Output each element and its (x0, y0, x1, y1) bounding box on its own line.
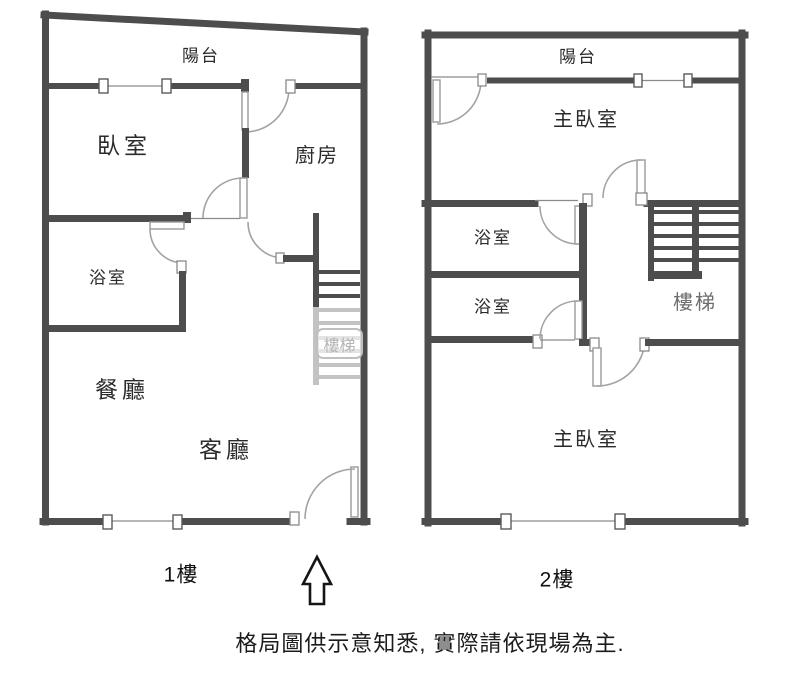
floor2-stairs (648, 205, 739, 281)
floor2-bathroom-top-label: 浴室 (474, 228, 512, 248)
floor1-living-label: 客廳 (199, 436, 253, 463)
floor2-balcony-label: 陽台 (559, 47, 597, 67)
floor1-dining-label: 餐廳 (95, 376, 149, 403)
window-icon (633, 73, 643, 88)
floor1-bedroom-label: 臥室 (97, 132, 151, 159)
floor2-master-bottom-door (579, 337, 742, 387)
floor2-name-label: 2樓 (539, 568, 575, 592)
floor1-entry-door (289, 466, 359, 526)
floor1-balcony-label: 陽台 (182, 46, 220, 66)
window-icon (161, 78, 172, 94)
floor1-stairs (313, 213, 360, 385)
floor1-outer-walls (39, 10, 371, 526)
floor2-inner-walls (428, 203, 587, 349)
floor1-stairs-watermark: 樓梯 (316, 328, 363, 359)
floor1-name-label: 1樓 (163, 563, 199, 587)
disclaimer-text: 格局圖供示意知悉, 實際請依現場為主. (235, 631, 625, 656)
floor2-plan (421, 29, 749, 530)
floor2-balcony-door (432, 73, 487, 125)
floor2-master-top-door (582, 159, 648, 207)
floor1-bedroom-door (183, 177, 248, 223)
floor1-kitchen-door (241, 79, 296, 133)
window-icon (500, 513, 512, 530)
floor1-balcony-wall (43, 78, 362, 94)
floor2-bathroom-bottom-door (539, 300, 583, 341)
window-icon (172, 514, 183, 530)
floor1-bathroom-label: 浴室 (89, 268, 127, 288)
floor1-stairs-label: 樓梯 (323, 337, 356, 355)
floor1-divider-wall (242, 128, 249, 178)
floor2-master-top-label: 主臥室 (553, 109, 619, 131)
floor1-bathroom-walls (42, 221, 187, 332)
window-icon (683, 73, 693, 88)
floor1-kitchen-label: 廚房 (295, 145, 339, 167)
floor1-bedroom-wall (42, 215, 186, 222)
floor2-bathroom-top-door (535, 199, 583, 245)
window-icon (98, 78, 109, 94)
window-icon (614, 513, 626, 530)
up-arrow-icon (300, 554, 334, 606)
floor2-master-bottom-label: 主臥室 (553, 429, 619, 451)
floor2-bathroom-bottom-label: 浴室 (474, 297, 512, 317)
window-icon (102, 514, 113, 530)
floor1-hall-door (247, 221, 318, 264)
floor2-balcony-wall (431, 73, 740, 88)
floor2-stairs-label: 樓梯 (673, 292, 717, 314)
